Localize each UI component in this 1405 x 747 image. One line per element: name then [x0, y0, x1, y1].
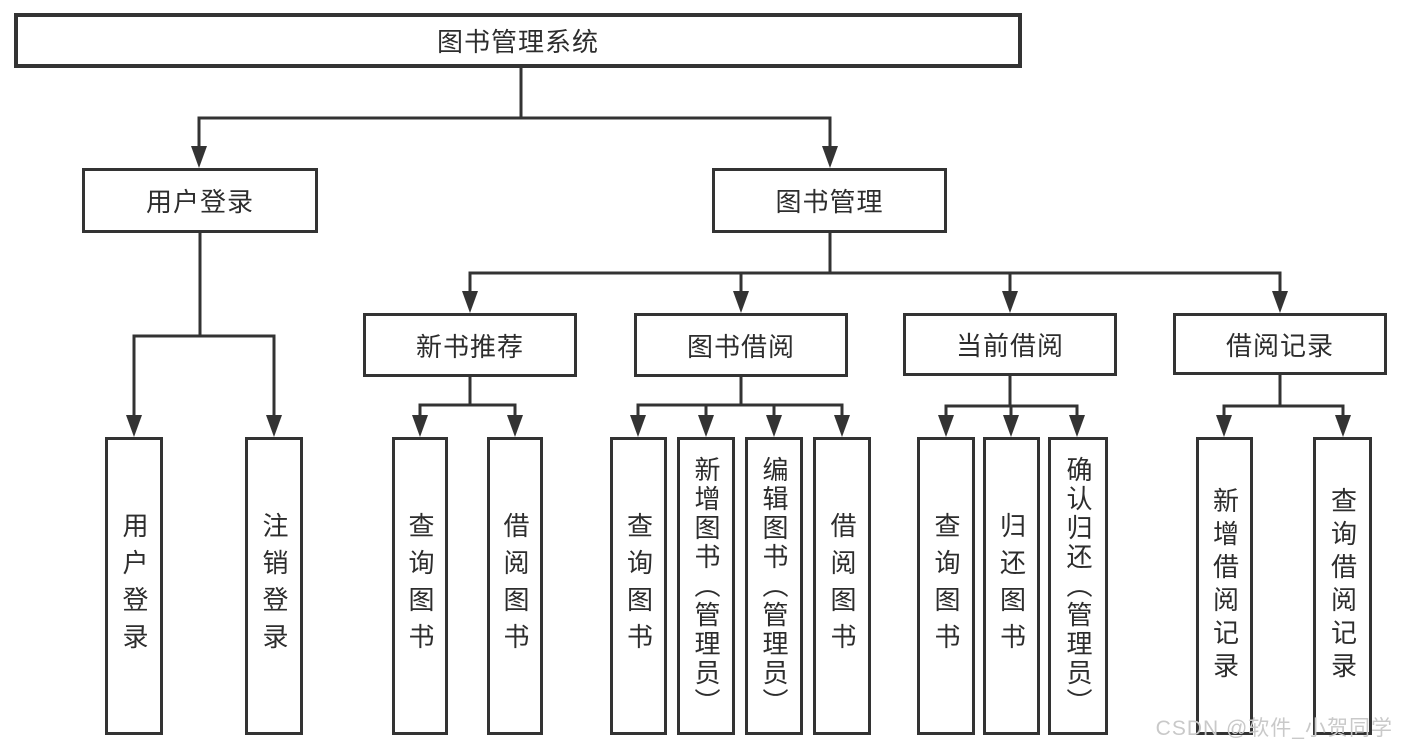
node-library-system: 图书管理系统	[14, 13, 1022, 68]
leaf-borrow-add-books-admin: 新增图书（管理员）	[677, 437, 735, 735]
node-label: 借阅图书	[827, 512, 857, 660]
leaf-current-query-books: 查询图书	[917, 437, 975, 735]
node-label: 查询图书	[405, 512, 435, 660]
node-new-book-recommendation: 新书推荐	[363, 313, 577, 377]
node-label: 注销登录	[259, 512, 289, 660]
node-label: 归还图书	[996, 512, 1027, 660]
leaf-newrec-query-books: 查询图书	[392, 437, 448, 735]
leaf-borrow-query-books: 查询图书	[610, 437, 667, 735]
node-label: 借阅记录	[1225, 330, 1334, 361]
node-label: 图书管理	[775, 187, 884, 217]
leaf-record-query-borrow-record: 查询借阅记录	[1313, 437, 1372, 735]
csdn-watermark: CSDN @软件_小贺同学	[1155, 717, 1393, 740]
node-label: 查询图书	[931, 512, 961, 660]
leaf-current-return-books: 归还图书	[983, 437, 1040, 735]
node-label: 新增借阅记录	[1209, 487, 1240, 685]
node-label: 图书管理系统	[436, 27, 599, 57]
node-book-management: 图书管理	[712, 168, 947, 233]
leaf-user-login: 用户登录	[105, 437, 163, 735]
node-label: 编辑图书（管理员）	[759, 455, 789, 717]
node-book-borrowing: 图书借阅	[634, 313, 848, 377]
node-label: 当前借阅	[955, 331, 1064, 361]
leaf-borrow-borrow-books: 借阅图书	[813, 437, 871, 735]
node-label: 借阅图书	[500, 512, 530, 660]
node-label: 用户登录	[119, 512, 149, 660]
node-current-borrowing: 当前借阅	[903, 313, 1117, 376]
node-borrowing-records: 借阅记录	[1173, 313, 1387, 375]
node-label: 新书推荐	[415, 331, 524, 362]
leaf-newrec-borrow-books: 借阅图书	[487, 437, 543, 735]
node-label: 查询借阅记录	[1327, 487, 1358, 685]
arrowheads	[126, 146, 1351, 437]
node-user-login-group: 用户登录	[82, 168, 318, 233]
leaf-current-confirm-return-admin: 确认归还（管理员）	[1048, 437, 1108, 735]
node-label: 用户登录	[145, 187, 254, 217]
node-label: 确认归还（管理员）	[1063, 455, 1093, 717]
leaf-borrow-edit-books-admin: 编辑图书（管理员）	[745, 437, 803, 735]
node-label: 图书借阅	[686, 331, 795, 362]
node-label: 查询图书	[623, 512, 654, 660]
node-label: 新增图书（管理员）	[691, 455, 721, 717]
leaf-record-add-borrow-record: 新增借阅记录	[1196, 437, 1253, 735]
leaf-logout: 注销登录	[245, 437, 303, 735]
